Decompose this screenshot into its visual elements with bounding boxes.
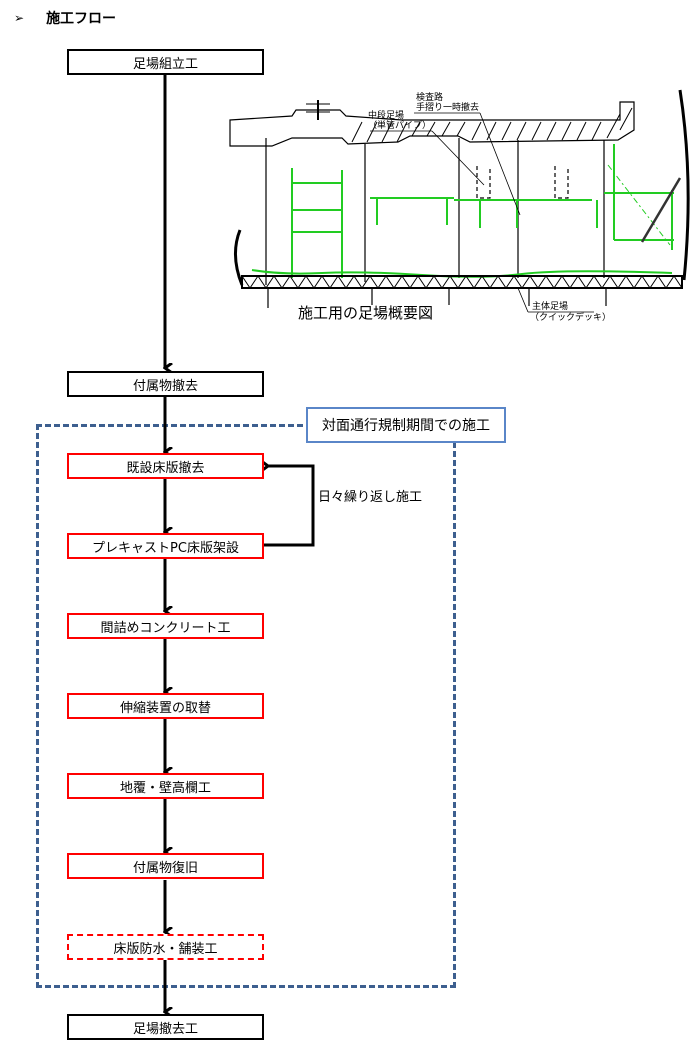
- step-accessory-removal: 付属物撤去: [67, 371, 264, 397]
- bullet-arrow-icon: ➢: [14, 11, 25, 25]
- loop-label: 日々繰り返し施工: [318, 490, 423, 505]
- main-scaffold-label: 主体足場: [532, 302, 569, 312]
- inspection-path-label: 検査路: [416, 93, 444, 103]
- step-joint-concrete: 間詰めコンクリート工: [67, 613, 264, 639]
- main-scaffold-sublabel: （クイックデッキ）: [530, 313, 612, 323]
- step-curb-parapet: 地覆・壁高欄工: [67, 773, 264, 799]
- traffic-restriction-region: [36, 424, 456, 988]
- region-label: 対面通行規制期間での施工: [306, 407, 506, 443]
- scaffold-drawing-caption: 施工用の足場概要図: [298, 304, 434, 322]
- step-existing-slab-removal: 既設床版撤去: [67, 453, 264, 479]
- middle-scaffold-sublabel: （単管パイプ）: [368, 121, 432, 131]
- inspection-path-sublabel: 手摺り一時撤去: [416, 103, 480, 113]
- bridge-cross-section: [229, 89, 690, 313]
- section-heading: ➢ 施工フロー: [14, 8, 116, 28]
- scaffold-drawing: 中段足場 （単管パイプ） 検査路 手摺り一時撤去 主体足場 （クイックデッキ）: [222, 80, 700, 330]
- loop-arrow: [264, 466, 315, 547]
- middle-scaffold-label: 中段足場: [368, 111, 405, 121]
- step-accessory-restoration: 付属物復旧: [67, 853, 264, 879]
- step-waterproofing-paving: 床版防水・舗装工: [67, 934, 264, 960]
- step-scaffold-assembly: 足場組立工: [67, 49, 264, 75]
- step-expansion-joint-replacement: 伸縮装置の取替: [67, 693, 264, 719]
- step-scaffold-removal: 足場撤去工: [67, 1014, 264, 1040]
- step-precast-slab-installation: プレキャストPC床版架設: [67, 533, 264, 559]
- section-title: 施工フロー: [46, 11, 117, 27]
